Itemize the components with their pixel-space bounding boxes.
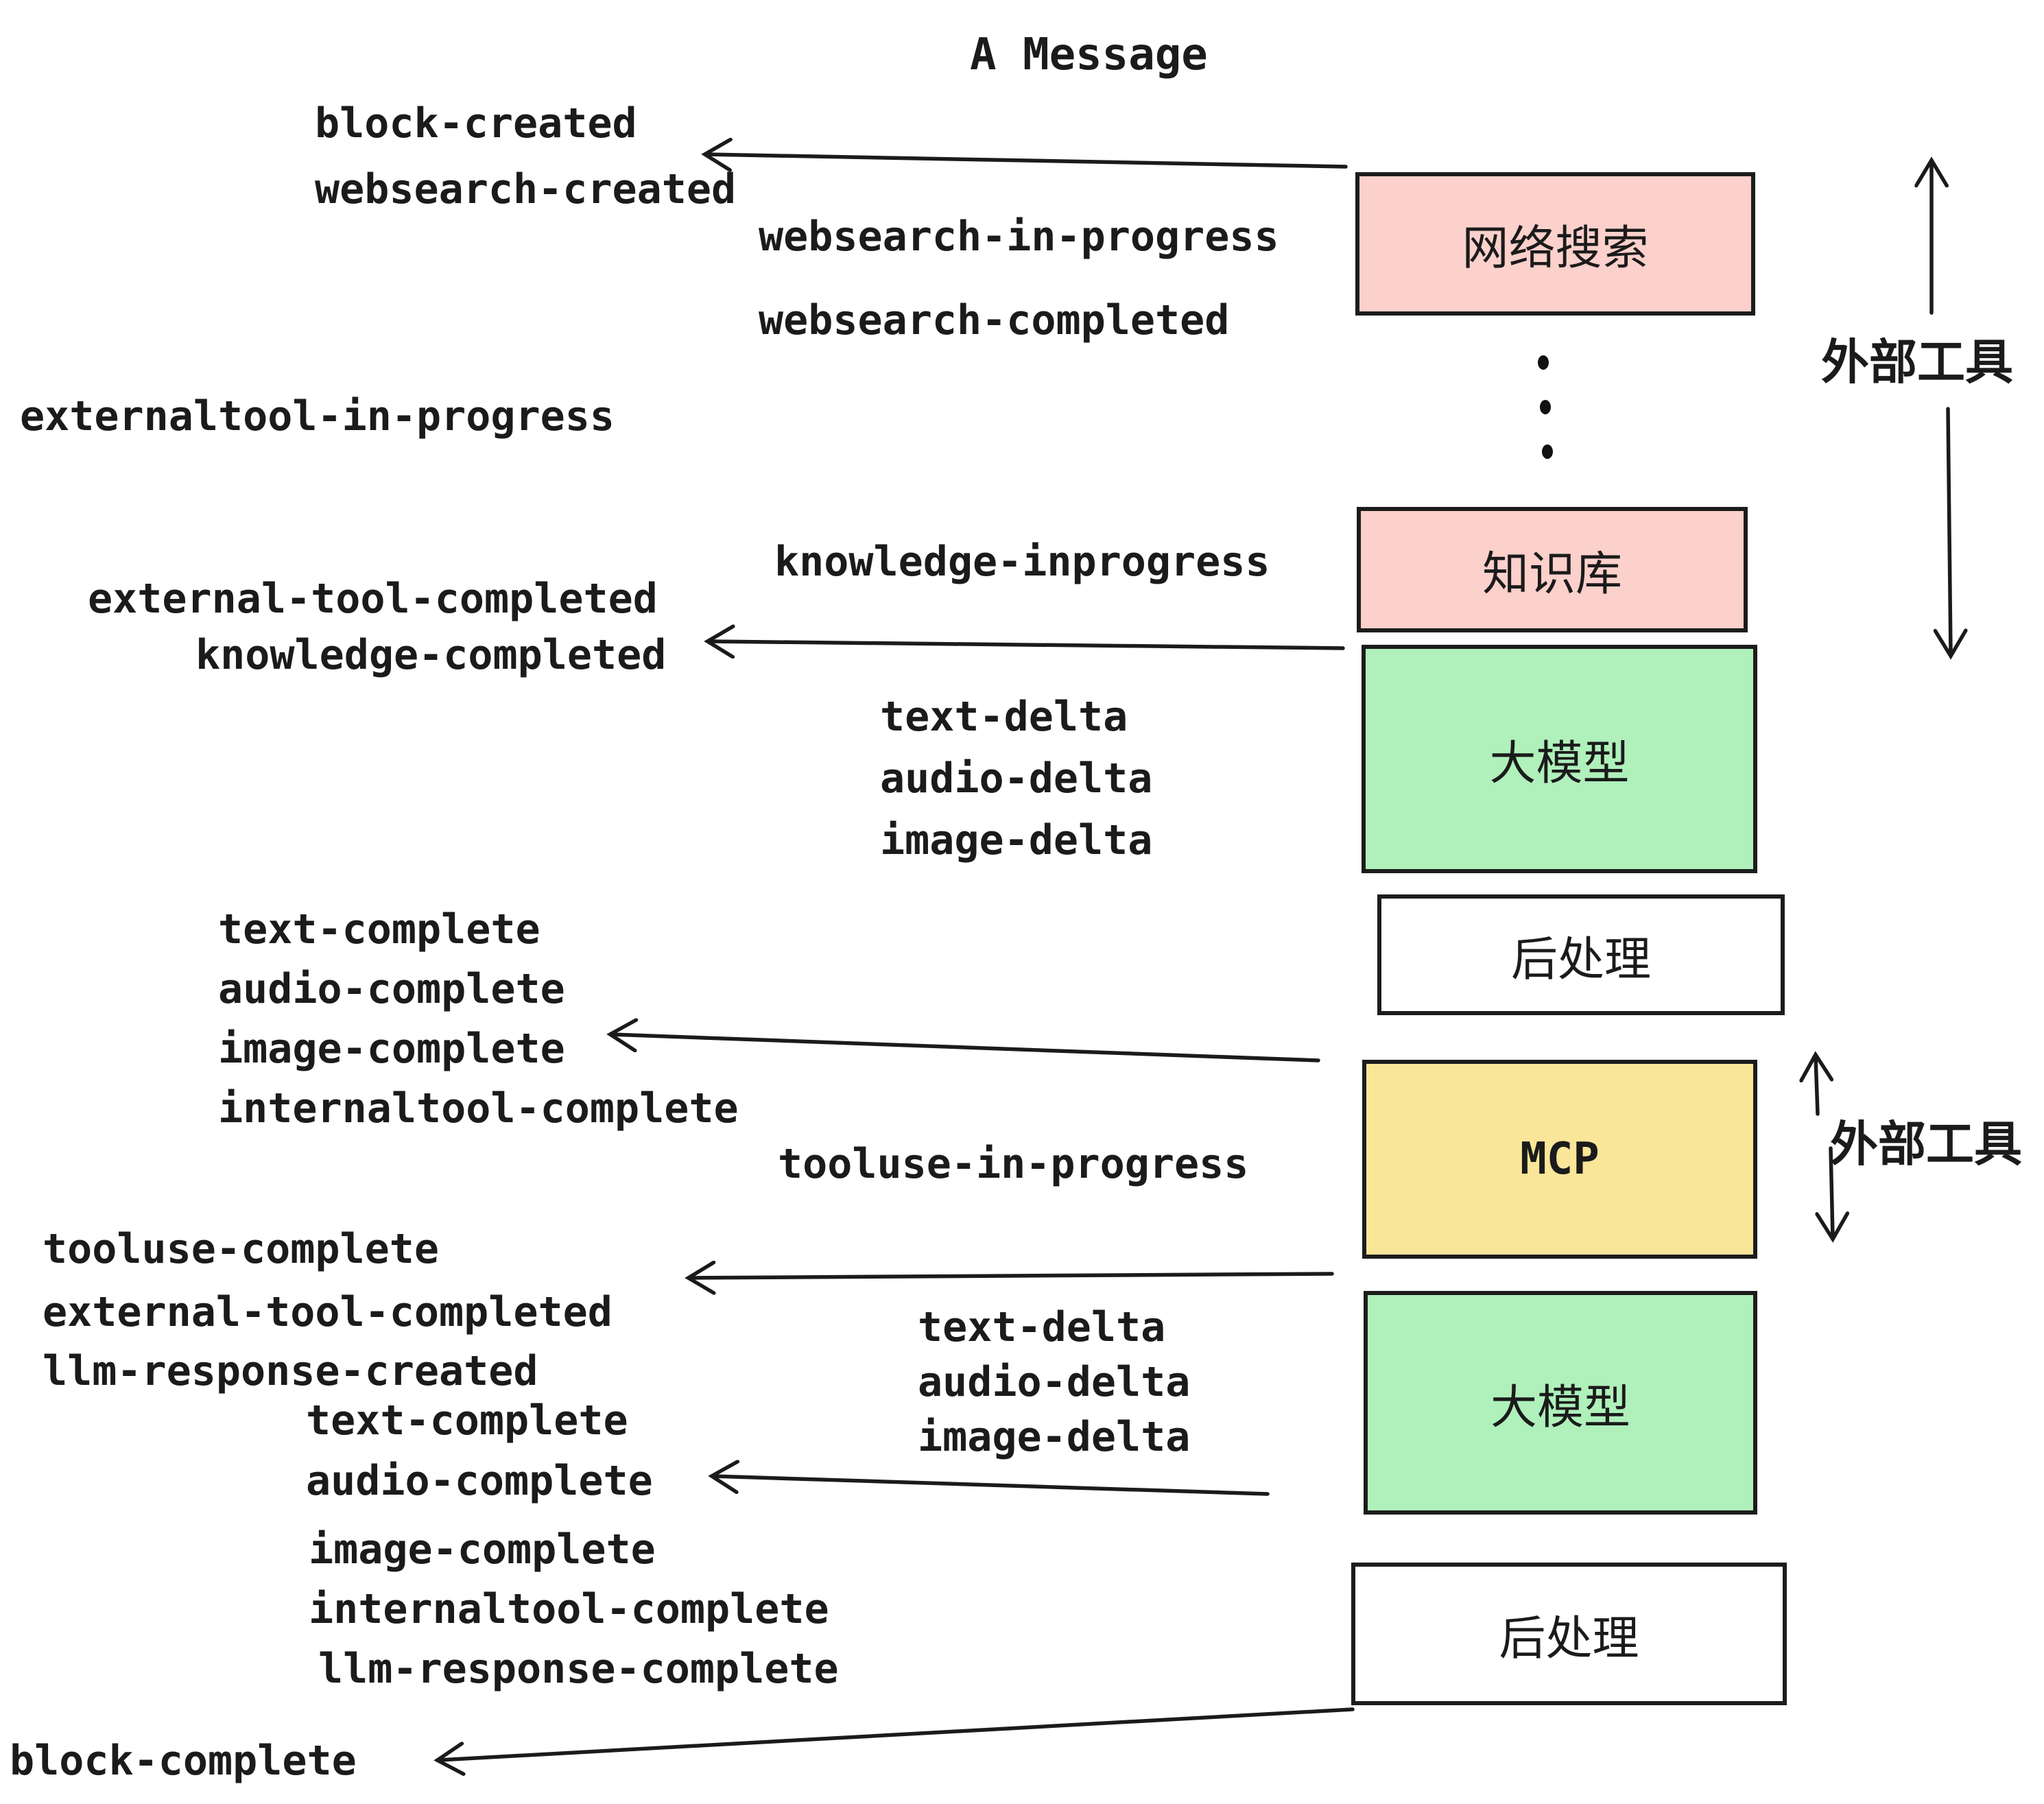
node-knowledge: 知识库 xyxy=(1357,507,1748,632)
event-tooluse-complete: tooluse-complete xyxy=(43,1225,439,1273)
event-audio-delta-1: audio-delta xyxy=(880,755,1153,803)
event-audio-complete-2: audio-complete xyxy=(306,1457,653,1505)
event-llm-response-created: llm-response-created xyxy=(43,1347,538,1395)
arrow-audio-complete xyxy=(713,1476,1270,1496)
event-image-delta-2: image-delta xyxy=(918,1413,1191,1461)
node-mcp: MCP xyxy=(1362,1060,1757,1259)
event-knowledge-inprogress: knowledge-inprogress xyxy=(774,538,1270,586)
event-externaltool-in-progress: externaltool-in-progress xyxy=(20,392,615,440)
node-llm-1: 大模型 xyxy=(1362,645,1757,873)
event-websearch-in-progress: websearch-in-progress xyxy=(759,213,1279,261)
event-websearch-completed: websearch-completed xyxy=(759,296,1230,344)
diagram-title: A Message xyxy=(970,29,1208,80)
arrow-internal-complete xyxy=(612,1034,1320,1063)
node-knowledge-label: 知识库 xyxy=(1482,547,1622,602)
event-external-tool-completed-1: external-tool-completed xyxy=(88,575,658,623)
event-image-complete-2: image-complete xyxy=(309,1526,656,1574)
arrow-block-created xyxy=(706,154,1348,167)
node-websearch: 网络搜索 xyxy=(1355,172,1755,316)
node-llm-1-label: 大模型 xyxy=(1489,737,1630,791)
event-image-complete-1: image-complete xyxy=(218,1025,565,1073)
event-internaltool-complete-1: internaltool-complete xyxy=(218,1084,739,1132)
event-block-created: block-created xyxy=(315,99,637,147)
event-block-complete: block-complete xyxy=(10,1737,357,1785)
ellipsis-dot xyxy=(1538,355,1549,370)
node-postprocess-1: 后处理 xyxy=(1377,894,1785,1015)
event-audio-delta-2: audio-delta xyxy=(918,1358,1191,1406)
event-text-complete-2: text-complete xyxy=(306,1397,628,1445)
ellipsis-dot xyxy=(1542,444,1553,459)
ellipsis-dot xyxy=(1540,400,1551,414)
event-text-delta-2: text-delta xyxy=(918,1303,1166,1351)
node-postprocess-2: 后处理 xyxy=(1351,1563,1787,1705)
event-text-delta-1: text-delta xyxy=(880,693,1128,741)
node-llm-2: 大模型 xyxy=(1364,1291,1757,1515)
event-llm-response-complete: llm-response-complete xyxy=(318,1645,839,1693)
event-internaltool-complete-2: internaltool-complete xyxy=(309,1585,829,1633)
arrow-knowledge-completed xyxy=(709,641,1345,648)
node-mcp-label: MCP xyxy=(1520,1134,1600,1185)
event-image-delta-1: image-delta xyxy=(880,816,1153,864)
node-websearch-label: 网络搜索 xyxy=(1462,222,1649,276)
external-tools-label-mid: 外部工具 xyxy=(1830,1116,2022,1172)
event-knowledge-completed: knowledge-completed xyxy=(195,631,667,679)
arrow-external-tools-mid-up xyxy=(1816,1056,1818,1116)
event-tooluse-in-progress: tooluse-in-progress xyxy=(778,1140,1249,1188)
event-audio-complete-1: audio-complete xyxy=(218,965,565,1013)
arrow-tooluse-complete xyxy=(690,1274,1334,1278)
arrow-block-complete xyxy=(439,1707,1355,1760)
event-websearch-created: websearch-created xyxy=(315,165,737,213)
external-tools-label-top: 外部工具 xyxy=(1821,334,2013,390)
node-postprocess-2-label: 后处理 xyxy=(1499,1611,1639,1666)
arrow-external-tools-top-down xyxy=(1948,407,1951,654)
event-external-tool-completed-2: external-tool-completed xyxy=(43,1288,613,1336)
event-text-complete-1: text-complete xyxy=(218,905,540,953)
node-llm-2-label: 大模型 xyxy=(1490,1380,1630,1435)
node-postprocess-1-label: 后处理 xyxy=(1510,932,1651,987)
